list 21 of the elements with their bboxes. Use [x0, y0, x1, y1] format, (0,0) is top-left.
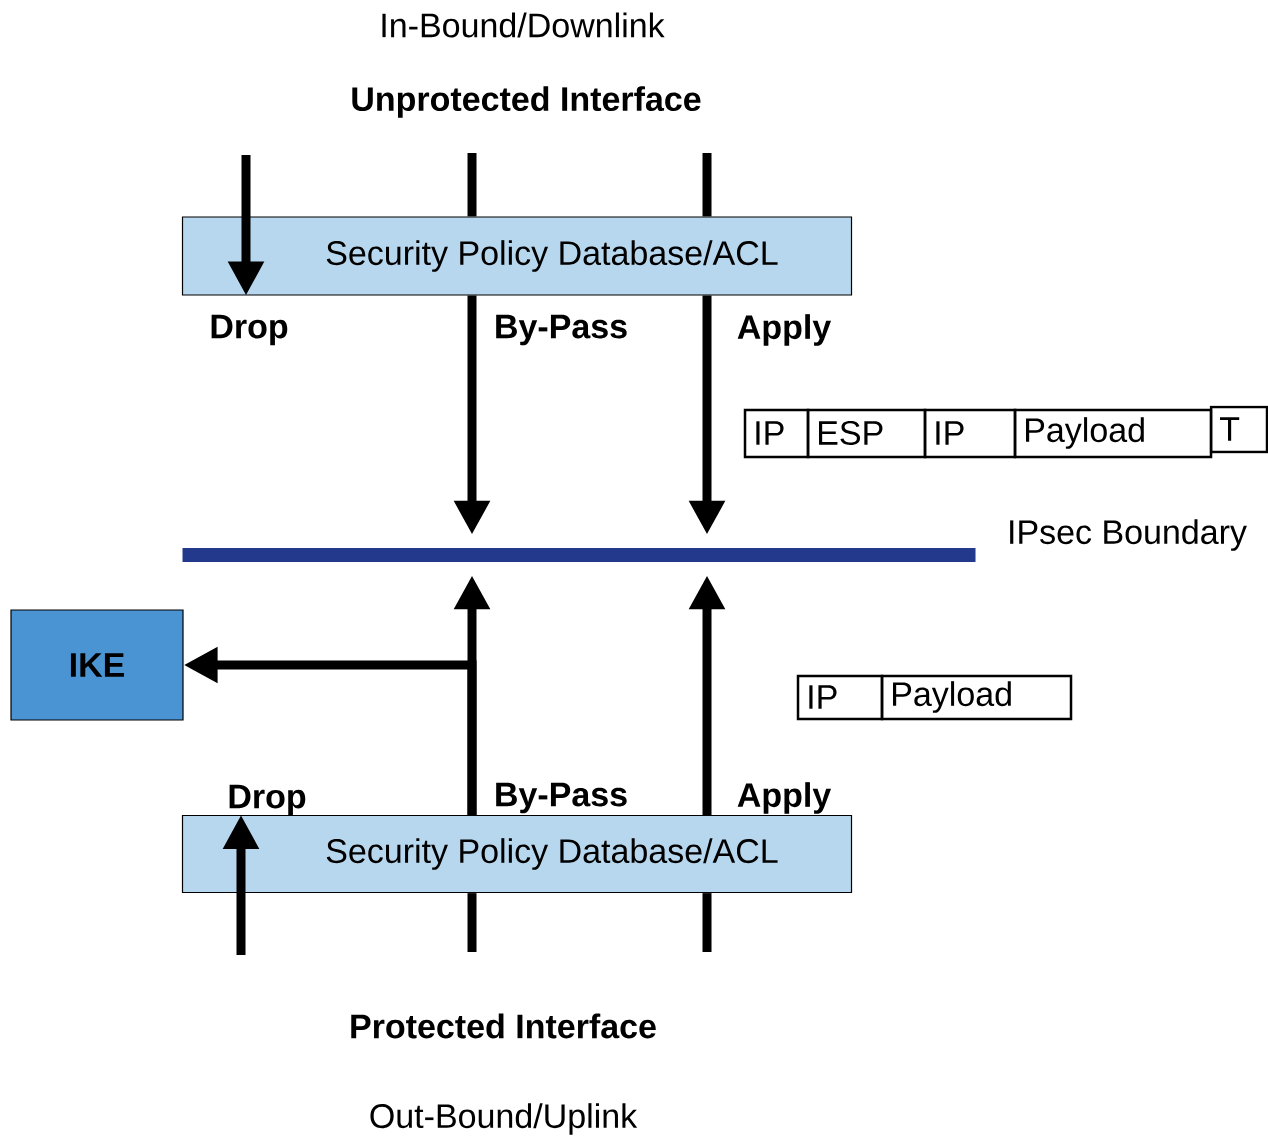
packet-field: IP — [923, 408, 1017, 459]
action-label: By-Pass — [496, 314, 627, 346]
packet-field: IP — [743, 408, 810, 459]
action-label: By-Pass — [496, 782, 627, 814]
heading: Unprotected Interface — [352, 86, 701, 118]
packet-field: ESP — [806, 408, 927, 459]
policy-database-box: Security Policy Database/ACL — [181, 814, 853, 894]
policy-database-box: Security Policy Database/ACL — [181, 216, 853, 296]
packet-field: IP — [796, 674, 884, 721]
packet-field: Payload — [880, 674, 1073, 721]
action-label: Apply — [737, 314, 832, 346]
packet-field: Payload — [1013, 408, 1213, 459]
boundary-bar — [182, 548, 976, 562]
ike-box: IKE — [10, 609, 184, 721]
action-label: Apply — [737, 782, 832, 814]
action-label: Drop — [229, 784, 306, 816]
heading: Out-Bound/Uplink — [370, 1103, 638, 1135]
packet-field: T — [1209, 405, 1268, 454]
heading: Protected Interface — [351, 1013, 656, 1039]
heading: In-Bound/Downlink — [382, 12, 665, 38]
boundary-label: IPsec Boundary — [1010, 519, 1247, 551]
